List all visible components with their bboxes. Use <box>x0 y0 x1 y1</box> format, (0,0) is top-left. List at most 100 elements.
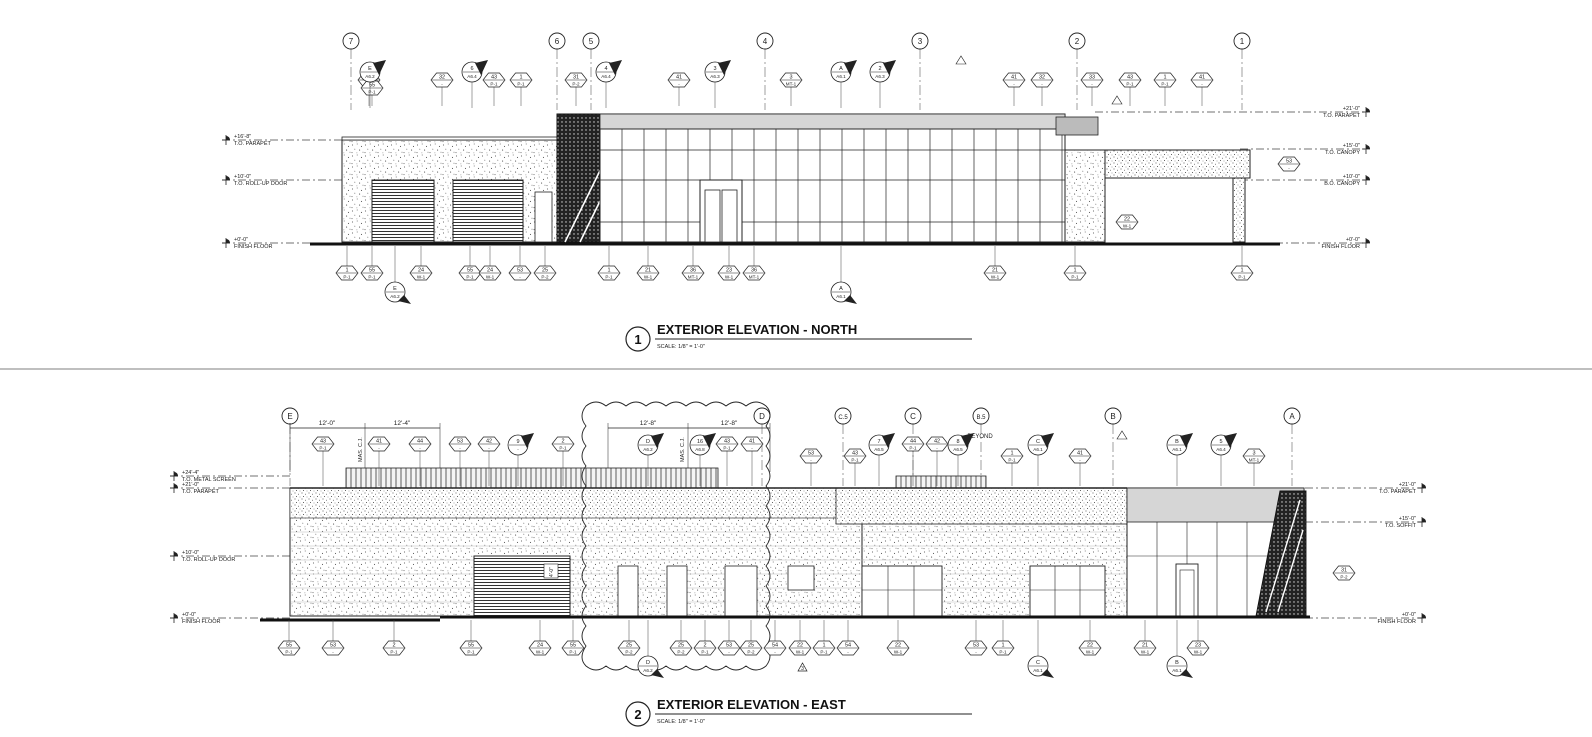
north-top-detail-0: EA6.2 <box>359 60 386 83</box>
north-level-right-0-value: +21'-0" <box>1343 106 1360 112</box>
east-bottom-tag-12-material: W-1 <box>796 649 805 654</box>
revision-cloud <box>581 401 771 671</box>
east-grid-B.5: B.5 <box>972 407 990 486</box>
east-tags: 43P-141-44-53-42-2P-143P-141-53-43P-144P… <box>277 430 1356 678</box>
north-level-left-1-name: T.O. ROLL-UP DOOR <box>234 181 287 187</box>
north-bottom-tag-5: 53- <box>508 265 532 281</box>
east-door-tag: 4'-0" <box>549 567 555 577</box>
east-grid-A-label: A <box>1289 412 1295 421</box>
east-bottom-detail-1-sheet: A6.1 <box>1033 668 1043 673</box>
east-bottom-tag-5-material: P-1 <box>569 649 577 654</box>
east-level-right-2-name: FINISH FLOOR <box>1377 619 1416 625</box>
east-bottom-tag-0-material: P-1 <box>285 649 293 654</box>
north-top-detail-3-id: 3 <box>713 66 716 72</box>
north-top-tag-5-material: P-2 <box>572 81 580 86</box>
east-top-tag-4-number: 42 <box>486 438 492 444</box>
east-bottom-tag-5-number: 55 <box>570 642 576 648</box>
dim-4: 12'-8" <box>721 420 738 427</box>
east-top-tag-8-number: 53 <box>808 450 814 456</box>
east-top-detail-3-id: 7 <box>877 439 880 445</box>
east-bottom-tag-18-number: 22 <box>1087 642 1093 648</box>
east-top-tag-8-material: - <box>810 457 812 462</box>
east-bottom-tag-7: 25P-2 <box>669 640 693 656</box>
east-top-detail-0: 9- <box>507 433 534 456</box>
east-top-detail-4-sheet: A6.5 <box>953 447 963 452</box>
east-top-tag-11-number: 42 <box>934 438 940 444</box>
north-bottom-tag-11-number: 36 <box>751 267 757 273</box>
east-bottom-tag-13-number: 1 <box>822 642 825 648</box>
east-top-tag-1: 41- <box>367 436 391 452</box>
north-bottom-tag-14-material: P-1 <box>1238 274 1246 279</box>
east-elevation-number: 2 <box>634 707 641 722</box>
north-title-block: 1 EXTERIOR ELEVATION - NORTH SCALE: 1/8"… <box>625 322 972 352</box>
east-top-tag-14-number: 3 <box>1252 450 1255 456</box>
east-bottom-tag-16-material: - <box>975 649 977 654</box>
east-elevation-title: EXTERIOR ELEVATION - EAST <box>657 697 846 712</box>
east-top-detail-7: 5A6.4 <box>1210 433 1237 456</box>
north-bottom-tag-2-material: W-1 <box>417 274 426 279</box>
east-grid-B.5-label: B.5 <box>976 415 986 421</box>
north-top-tag-1-number: 55 <box>369 82 375 88</box>
north-bottom-tag-7-material: P-1 <box>605 274 613 279</box>
east-bottom-tag-9-number: 53 <box>726 642 732 648</box>
east-top-tag-13: 41- <box>1068 448 1092 464</box>
north-top-detail-4-sheet: A6.1 <box>836 74 846 79</box>
north-bottom-tag-6: 25P-2 <box>533 265 557 281</box>
north-top-detail-1: 6A6.4 <box>461 60 488 83</box>
north-bottom-tag-8-material: W-1 <box>644 274 653 279</box>
east-bottom-tag-7-number: 25 <box>678 642 684 648</box>
east-level-left-2: +10'-0"T.O. ROLL-UP DOOR <box>170 550 235 563</box>
east-top-detail-2-sheet: A6.8 <box>695 447 705 452</box>
north-grid-7-label: 7 <box>349 37 354 46</box>
east-level-left-3-name: FINISH FLOOR <box>182 619 221 625</box>
east-grid-C-label: C <box>910 412 916 421</box>
east-bottom-tag-12-number: 22 <box>797 642 803 648</box>
east-bottom-tag-7-material: P-2 <box>677 649 685 654</box>
north-bottom-tag-9-number: 36 <box>690 267 696 273</box>
east-building: 4'-0" <box>260 401 1310 672</box>
east-top-tag-8: 53- <box>799 448 823 464</box>
east-bottom-tag-9-material: - <box>728 649 730 654</box>
east-level-right-1: +15'-0"T.O. SOFFIT <box>1385 516 1426 529</box>
north-level-left-1: +10'-0"T.O. ROLL-UP DOOR <box>222 174 287 187</box>
north-top-tag-6-material: - <box>678 81 680 86</box>
north-top-tag-9: 32- <box>1030 72 1054 88</box>
north-top-tag-5: 31P-2 <box>564 72 588 88</box>
east-top-tag-2-number: 44 <box>417 438 423 444</box>
north-top-tag-10-number: 33 <box>1089 74 1095 80</box>
east-top-detail-1-sheet: A6.2 <box>643 447 653 452</box>
east-bottom-tag-16-number: 53 <box>973 642 979 648</box>
north-elevation-scale: SCALE: 1/8" = 1'-0" <box>657 344 705 350</box>
north-grid-7: 7 <box>342 32 360 110</box>
north-bottom-tag-3: 55P-1 <box>458 265 482 281</box>
north-top-tag-7-number: 3 <box>789 74 792 80</box>
east-level-right-0-name: T.O. PARAPET <box>1379 489 1417 495</box>
north-top-tag-12-material: P-1 <box>1161 81 1169 86</box>
north-level-right-3-name: FINISH FLOOR <box>1321 244 1360 250</box>
east-bottom-tag-1-number: 53 <box>330 642 336 648</box>
east-grid-B-label: B <box>1110 412 1115 421</box>
north-bottom-tag-13: 1P-1 <box>1063 265 1087 281</box>
east-grid-B: B <box>1104 407 1122 486</box>
east-bottom-tag-9: 53- <box>717 640 741 656</box>
north-level-right-3: +0'-0"FINISH FLOOR <box>1321 237 1370 250</box>
east-bottom-detail-0-sheet: A6.2 <box>643 668 653 673</box>
north-bottom-tag-10-material: W-1 <box>725 274 734 279</box>
east-grid-C.5: C.5 <box>834 407 852 486</box>
east-top-tag-13-number: 41 <box>1077 450 1083 456</box>
east-top-detail-7-sheet: A6.4 <box>1216 447 1226 452</box>
north-grid-5: 5 <box>582 32 600 110</box>
north-grid-3-label: 3 <box>918 37 923 46</box>
east-bottom-tag-18: 22W-1 <box>1078 640 1102 656</box>
east-bottom-tag-2: 2P-1 <box>382 640 406 656</box>
north-side-tag-1-material: W-1 <box>1123 223 1132 228</box>
east-level-right-0: +21'-0"T.O. PARAPET <box>1379 482 1426 495</box>
east-bottom-detail-2-id: B <box>1175 660 1179 666</box>
north-side-tag-1: 22W-1 <box>1115 214 1139 230</box>
east-bottom-tag-15-material: W-1 <box>894 649 903 654</box>
east-bottom-tag-19: 21W-1 <box>1133 640 1157 656</box>
east-bottom-tag-14: 54- <box>836 640 860 656</box>
north-bottom-tag-1-number: 55 <box>369 267 375 273</box>
east-level-left-2-value: +10'-0" <box>182 550 199 556</box>
